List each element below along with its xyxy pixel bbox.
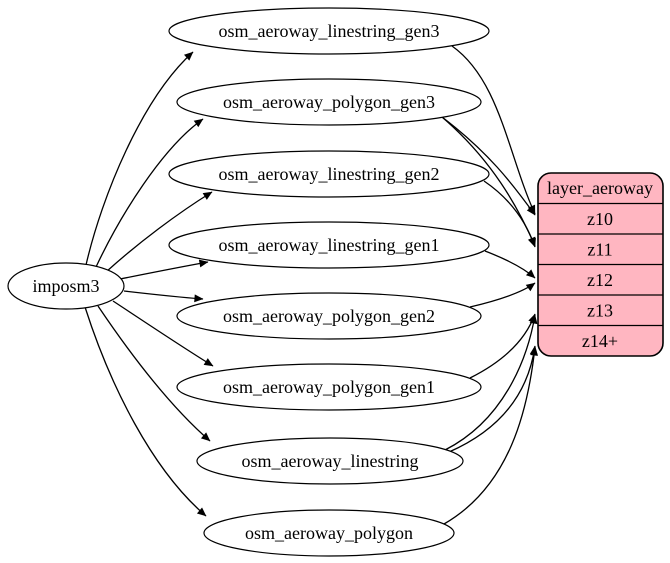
node-osm-aeroway-polygon-gen2: osm_aeroway_polygon_gen2 — [176, 292, 482, 340]
edge-osm-aeroway-linestring-to-z14 — [448, 345, 538, 453]
edge-imposm3-to-osm-aeroway-polygon-gen2 — [123, 290, 204, 303]
edge-osm-aeroway-polygon-gen2-to-z12 — [469, 282, 536, 308]
table-label: osm_aeroway_linestring_gen3 — [219, 21, 440, 41]
edge-osm-aeroway-linestring-to-z13 — [444, 314, 538, 451]
edge-imposm3-to-osm-aeroway-linestring-gen3 — [85, 51, 194, 266]
table-label: osm_aeroway_linestring_gen2 — [219, 164, 440, 184]
node-osm-aeroway-linestring-gen3: osm_aeroway_linestring_gen3 — [168, 7, 490, 55]
table-ellipse — [176, 292, 482, 340]
edge-osm-aeroway-linestring-gen3-to-z10 — [451, 45, 536, 215]
node-osm-aeroway-linestring: osm_aeroway_linestring — [196, 437, 464, 485]
node-osm-aeroway-linestring-gen2: osm_aeroway_linestring_gen2 — [168, 150, 490, 198]
node-layer-aeroway: layer_aeroway z10 z11 z12 z13 z14+ — [537, 172, 664, 357]
node-osm-aeroway-polygon-gen3: osm_aeroway_polygon_gen3 — [176, 78, 482, 126]
table-ellipse — [176, 78, 482, 126]
edges-from-source — [84, 51, 214, 517]
node-imposm3: imposm3 — [7, 262, 125, 310]
node-osm-aeroway-linestring-gen1: osm_aeroway_linestring_gen1 — [168, 221, 490, 269]
table-label: osm_aeroway_polygon_gen3 — [223, 92, 435, 112]
layer-row-z12: z12 — [587, 270, 613, 290]
table-ellipse — [168, 7, 490, 55]
edge-osm-aeroway-linestring-gen2-to-z11 — [483, 180, 536, 248]
table-ellipse — [168, 150, 490, 198]
edge-imposm3-to-osm-aeroway-linestring-gen1 — [119, 259, 209, 280]
table-label: osm_aeroway_polygon — [245, 523, 413, 543]
table-label: osm_aeroway_linestring — [242, 451, 419, 471]
table-ellipse — [168, 221, 490, 269]
node-osm-aeroway-polygon-gen1: osm_aeroway_polygon_gen1 — [176, 363, 482, 411]
edge-imposm3-to-osm-aeroway-linestring — [97, 305, 211, 442]
table-ellipse — [203, 509, 455, 557]
edge-imposm3-to-osm-aeroway-polygon-gen1 — [112, 300, 214, 367]
layer-row-z11: z11 — [587, 240, 612, 260]
edge-imposm3-to-osm-aeroway-linestring-gen2 — [105, 191, 213, 273]
table-label: osm_aeroway_linestring_gen1 — [219, 235, 440, 255]
layer-row-z10: z10 — [587, 209, 613, 229]
edge-imposm3-to-osm-aeroway-polygon — [84, 306, 207, 517]
edge-osm-aeroway-linestring-gen1-to-z12 — [484, 250, 536, 279]
table-ellipse — [196, 437, 464, 485]
edge-osm-aeroway-polygon-to-z14 — [443, 346, 538, 525]
edges-to-layer — [441, 45, 538, 525]
layer-row-z14: z14+ — [582, 331, 618, 351]
edge-osm-aeroway-polygon-gen3-to-z10 — [441, 116, 536, 216]
edge-imposm3-to-osm-aeroway-polygon-gen3 — [95, 118, 204, 268]
layer-row-z13: z13 — [587, 301, 613, 321]
edge-osm-aeroway-polygon-gen1-to-z13 — [469, 313, 536, 379]
table-label: osm_aeroway_polygon_gen2 — [223, 306, 435, 326]
layer-aeroway-title: layer_aeroway — [547, 178, 653, 198]
node-imposm3-label: imposm3 — [32, 276, 99, 296]
node-imposm3-shape — [7, 262, 125, 310]
node-osm-aeroway-polygon: osm_aeroway_polygon — [203, 509, 455, 557]
table-ellipse — [176, 363, 482, 411]
table-label: osm_aeroway_polygon_gen1 — [223, 377, 435, 397]
